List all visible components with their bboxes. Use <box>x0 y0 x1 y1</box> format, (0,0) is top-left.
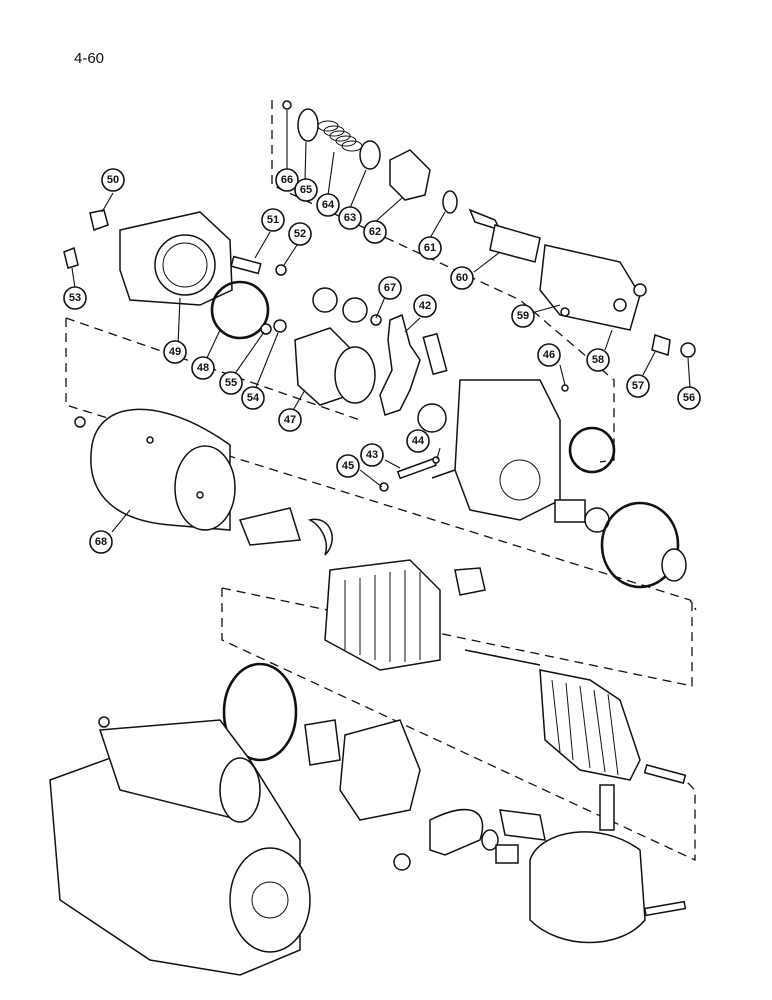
armature <box>464 649 687 784</box>
field-frame <box>74 408 236 531</box>
callout-55-label: 55 <box>225 377 237 389</box>
pinion-clutch-assembly <box>294 287 382 406</box>
callout-60-label: 60 <box>456 272 468 284</box>
callout-58-label: 58 <box>592 354 604 366</box>
callout-56-label: 56 <box>683 392 695 404</box>
callout-53: 53 <box>63 286 87 310</box>
callout-60: 60 <box>450 266 474 290</box>
lever-pin <box>379 456 456 492</box>
field-shoes <box>238 507 333 556</box>
callout-68: 68 <box>89 530 113 554</box>
page-number: 4-60 <box>74 50 105 67</box>
callout-64-label: 64 <box>322 199 335 211</box>
callout-46: 46 <box>537 343 561 367</box>
callout-47-label: 47 <box>284 414 296 426</box>
callout-42-label: 42 <box>419 300 431 312</box>
callout-50-label: 50 <box>107 174 119 186</box>
callout-48: 48 <box>191 356 215 380</box>
callout-65-label: 65 <box>300 184 312 196</box>
callout-57-label: 57 <box>632 380 644 392</box>
solenoid-group-boundary <box>271 100 615 463</box>
callout-63-label: 63 <box>344 212 356 224</box>
callout-43-label: 43 <box>366 449 378 461</box>
shift-lever <box>379 313 448 433</box>
callout-68-label: 68 <box>95 536 107 548</box>
callout-46-label: 46 <box>543 349 555 361</box>
callout-62-label: 62 <box>369 226 381 238</box>
callout-66: 66 <box>275 168 299 192</box>
callout-49: 49 <box>163 340 187 364</box>
callout-51-label: 51 <box>267 214 279 226</box>
callout-56: 56 <box>677 386 701 410</box>
callout-62: 62 <box>363 220 387 244</box>
callout-52: 52 <box>288 222 312 246</box>
callout-66-label: 66 <box>281 174 293 186</box>
callout-leaders <box>71 110 691 533</box>
callout-47: 47 <box>278 408 302 432</box>
callout-48-label: 48 <box>197 362 209 374</box>
callout-58: 58 <box>586 348 610 372</box>
solenoid-body <box>489 224 696 358</box>
drive-end-housing <box>63 209 287 340</box>
callout-50: 50 <box>101 168 125 192</box>
callout-45: 45 <box>336 454 360 478</box>
callout-43: 43 <box>360 443 384 467</box>
callout-59-label: 59 <box>517 310 529 322</box>
solenoid-plunger-stack <box>282 100 502 232</box>
callout-44: 44 <box>406 429 430 453</box>
callout-61: 61 <box>418 236 442 260</box>
armature-upper-boundary <box>221 587 693 687</box>
callout-63: 63 <box>338 206 362 230</box>
callout-51: 51 <box>261 208 285 232</box>
callout-67-label: 67 <box>384 282 396 294</box>
callout-67: 67 <box>378 276 402 300</box>
callout-45-label: 45 <box>342 460 354 472</box>
intermediate-housing <box>454 379 687 589</box>
callout-44-label: 44 <box>412 435 425 447</box>
callout-55: 55 <box>219 371 243 395</box>
callout-52-label: 52 <box>294 228 306 240</box>
callout-42: 42 <box>413 294 437 318</box>
callout-65: 65 <box>294 178 318 202</box>
drive-housing-group-boundary <box>65 318 697 611</box>
armature-group-boundary <box>221 588 696 862</box>
callout-59: 59 <box>511 304 535 328</box>
brush-holder-assembly <box>222 662 615 871</box>
callout-57: 57 <box>626 374 650 398</box>
callout-53-label: 53 <box>69 292 81 304</box>
callout-54: 54 <box>241 386 265 410</box>
assembled-starter <box>49 716 311 976</box>
callout-54-label: 54 <box>247 392 260 404</box>
commutator-end-head <box>529 831 687 944</box>
field-coil-assembly <box>324 559 486 671</box>
callout-49-label: 49 <box>169 346 181 358</box>
callout-61-label: 61 <box>424 242 436 254</box>
callout-64: 64 <box>316 193 340 217</box>
